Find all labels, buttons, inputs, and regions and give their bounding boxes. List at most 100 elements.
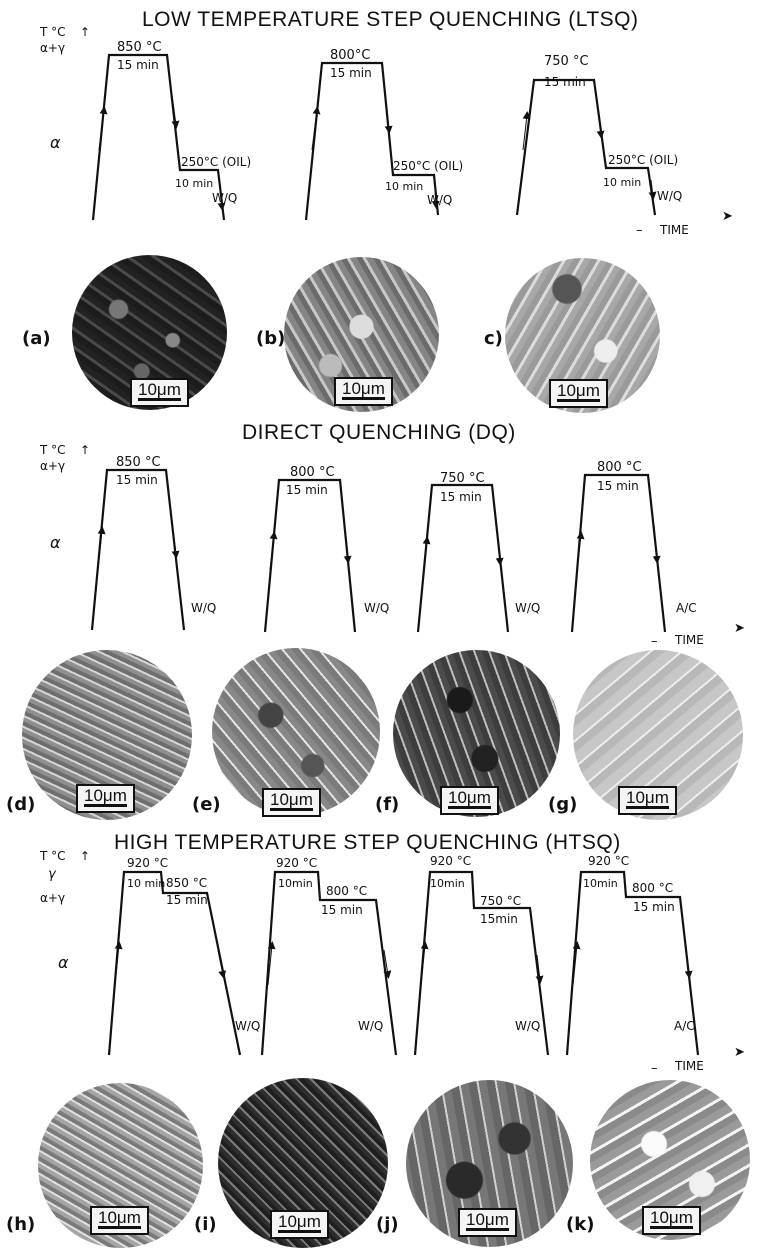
scale-bar-d: 10μm	[76, 784, 135, 813]
label-j: (j)	[376, 1214, 399, 1235]
dq-g-peak: 800 °C	[597, 460, 642, 475]
dq-d-hold: 15 min	[116, 473, 158, 487]
dq-time-arrow: ➤	[734, 621, 745, 636]
htsq-k-quench: A/C	[674, 1019, 695, 1033]
dq-e-quench: W/Q	[364, 601, 389, 615]
ltsq-cycle-b: 800°C 15 min 250°C (OIL) 10 min W/Q	[306, 48, 463, 220]
ltsq-c-step-hold: 10 min	[603, 176, 641, 189]
dq-e-peak: 800 °C	[290, 465, 335, 480]
ltsq-b-hold: 15 min	[330, 66, 372, 80]
dq-time-dash: –	[651, 634, 658, 649]
label-e: (e)	[192, 794, 221, 815]
dq-f-quench: W/Q	[515, 601, 540, 615]
scale-bar-g: 10μm	[618, 786, 677, 815]
ltsq-time-arrow: ➤	[722, 209, 733, 224]
dq-d-peak: 850 °C	[116, 455, 161, 470]
htsq-time-arrow: ➤	[734, 1045, 745, 1060]
htsq-cycle-k: 920 °C 10min 800 °C 15 min A/C	[567, 854, 698, 1055]
htsq-j-peak: 920 °C	[430, 854, 471, 868]
ltsq-cycle-c: 750 °C 15 min 250°C (OIL) 10 min W/Q	[517, 54, 682, 215]
htsq-h-peak: 920 °C	[127, 856, 168, 870]
dq-cycle-f: 750 °C 15 min W/Q	[418, 471, 540, 632]
htsq-h-step: 850 °C	[166, 876, 207, 890]
scale-bar-f: 10μm	[440, 786, 499, 815]
htsq-i-quench: W/Q	[358, 1019, 383, 1033]
ltsq-b-step: 250°C (OIL)	[393, 159, 463, 173]
label-f: (f)	[375, 794, 399, 815]
label-h: (h)	[6, 1214, 35, 1235]
htsq-time-dash: –	[651, 1061, 658, 1076]
htsq-alpha-label: α	[58, 953, 69, 972]
htsq-i-step: 800 °C	[326, 884, 367, 898]
htsq-i-hold: 10min	[278, 877, 313, 890]
ltsq-a-hold: 15 min	[117, 58, 159, 72]
scale-bar-h: 10μm	[90, 1206, 149, 1235]
htsq-j-step: 750 °C	[480, 894, 521, 908]
ltsq-alpha-label: α	[50, 133, 61, 152]
label-b: (b)	[256, 328, 285, 349]
htsq-k-hold: 10min	[583, 877, 618, 890]
scale-bar-i: 10μm	[270, 1210, 329, 1239]
htsq-k-step: 800 °C	[632, 881, 673, 895]
scale-bar-c: 10μm	[549, 379, 608, 408]
ltsq-a-step-hold: 10 min	[175, 177, 213, 190]
htsq-cycle-j: 920 °C 10min 750 °C 15min W/Q	[415, 854, 548, 1055]
htsq-k-peak: 920 °C	[588, 854, 629, 868]
htsq-temp-axis-arrow: ↑	[80, 849, 90, 863]
dq-d-quench: W/Q	[191, 601, 216, 615]
label-c: c)	[484, 328, 503, 349]
dq-g-quench: A/C	[676, 601, 697, 615]
htsq-h-quench: W/Q	[235, 1019, 260, 1033]
ltsq-a-peak: 850 °C	[117, 40, 162, 55]
dq-alpha-label: α	[50, 533, 61, 552]
dq-alpha-gamma-label: α+γ	[40, 459, 65, 473]
label-g: (g)	[548, 794, 577, 815]
dq-f-hold: 15 min	[440, 490, 482, 504]
ltsq-a-step: 250°C (OIL)	[181, 155, 251, 169]
ltsq-b-peak: 800°C	[330, 48, 370, 63]
scale-bar-e: 10μm	[262, 788, 321, 817]
dq-temp-axis-label: T °C	[39, 443, 66, 457]
ltsq-alpha-gamma-label: α+γ	[40, 41, 65, 55]
htsq-h-hold: 10 min	[127, 877, 165, 890]
label-a: (a)	[22, 328, 51, 349]
dq-f-peak: 750 °C	[440, 471, 485, 486]
dq-e-hold: 15 min	[286, 483, 328, 497]
ltsq-c-peak: 750 °C	[544, 54, 589, 69]
dq-cycle-g: 800 °C 15 min A/C	[572, 460, 697, 632]
htsq-j-step-hold: 15min	[480, 912, 518, 926]
htsq-gamma-label: γ	[48, 867, 57, 882]
ltsq-temp-axis-label: T °C	[39, 25, 66, 39]
ltsq-b-quench: W/Q	[427, 193, 452, 207]
label-k: (k)	[566, 1214, 594, 1235]
scale-bar-k: 10μm	[642, 1206, 701, 1235]
scale-bar-b: 10μm	[334, 377, 393, 406]
htsq-temp-axis-label: T °C	[39, 849, 66, 863]
ltsq-b-step-hold: 10 min	[385, 180, 423, 193]
scale-bar-j: 10μm	[458, 1208, 517, 1237]
ltsq-c-step: 250°C (OIL)	[608, 153, 678, 167]
htsq-time-label: TIME	[674, 1059, 704, 1073]
htsq-cycle-i: 920 °C 10min 800 °C 15 min W/Q	[262, 856, 396, 1055]
dq-time-label: TIME	[674, 633, 704, 647]
htsq-h-step-hold: 15 min	[166, 893, 208, 907]
ltsq-time-label: TIME	[659, 223, 689, 237]
htsq-alpha-gamma-label: α+γ	[40, 891, 65, 905]
scale-bar-a: 10μm	[130, 378, 189, 407]
ltsq-temp-axis-arrow: ↑	[80, 25, 90, 39]
htsq-j-quench: W/Q	[515, 1019, 540, 1033]
htsq-i-step-hold: 15 min	[321, 903, 363, 917]
htsq-j-hold: 10min	[430, 877, 465, 890]
label-i: (i)	[194, 1214, 217, 1235]
dq-g-hold: 15 min	[597, 479, 639, 493]
htsq-cycle-h: 920 °C 10 min 850 °C 15 min W/Q	[109, 856, 260, 1055]
dq-cycle-e: 800 °C 15 min W/Q	[265, 465, 389, 632]
ltsq-c-quench: W/Q	[657, 189, 682, 203]
ltsq-cycle-a: 850 °C 15 min 250°C (OIL) 10 min W/Q	[93, 40, 251, 220]
ltsq-time-dash: –	[636, 223, 643, 238]
htsq-i-peak: 920 °C	[276, 856, 317, 870]
dq-temp-axis-arrow: ↑	[80, 443, 90, 457]
htsq-k-step-hold: 15 min	[633, 900, 675, 914]
ltsq-a-quench: W/Q	[212, 191, 237, 205]
